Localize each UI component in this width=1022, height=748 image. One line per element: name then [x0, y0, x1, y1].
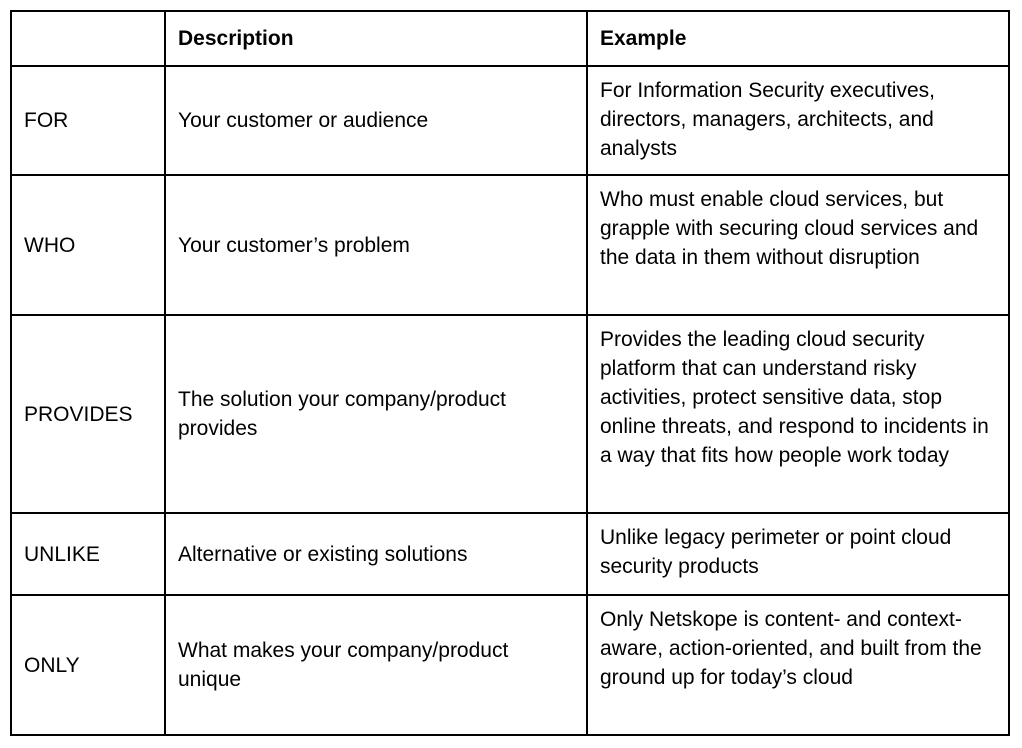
row-example: Only Netskope is content- and context-aw…	[586, 594, 1010, 736]
row-description: The solution your company/product provid…	[164, 314, 588, 514]
row-description: What makes your company/product unique	[164, 594, 588, 736]
row-example: For Information Security executives, dir…	[586, 65, 1010, 176]
row-example: Who must enable cloud services, but grap…	[586, 174, 1010, 316]
row-label: ONLY	[10, 594, 166, 736]
header-label	[10, 10, 166, 67]
table-row: UNLIKE Alternative or existing solutions…	[10, 512, 1010, 596]
row-example: Unlike legacy perimeter or point cloud s…	[586, 512, 1010, 596]
row-description: Your customer or audience	[164, 65, 588, 176]
row-label: WHO	[10, 174, 166, 316]
table-row: FOR Your customer or audience For Inform…	[10, 65, 1010, 176]
positioning-table: Description Example FOR Your customer or…	[10, 10, 1010, 736]
row-label: PROVIDES	[10, 314, 166, 514]
header-description: Description	[164, 10, 588, 67]
table-header-row: Description Example	[10, 10, 1010, 67]
row-description: Your customer’s problem	[164, 174, 588, 316]
row-label: FOR	[10, 65, 166, 176]
table-row: WHO Your customer’s problem Who must ena…	[10, 174, 1010, 316]
table-row: ONLY What makes your company/product uni…	[10, 594, 1010, 736]
row-description: Alternative or existing solutions	[164, 512, 588, 596]
row-label: UNLIKE	[10, 512, 166, 596]
row-example: Provides the leading cloud security plat…	[586, 314, 1010, 514]
table-row: PROVIDES The solution your company/produ…	[10, 314, 1010, 514]
header-example: Example	[586, 10, 1010, 67]
